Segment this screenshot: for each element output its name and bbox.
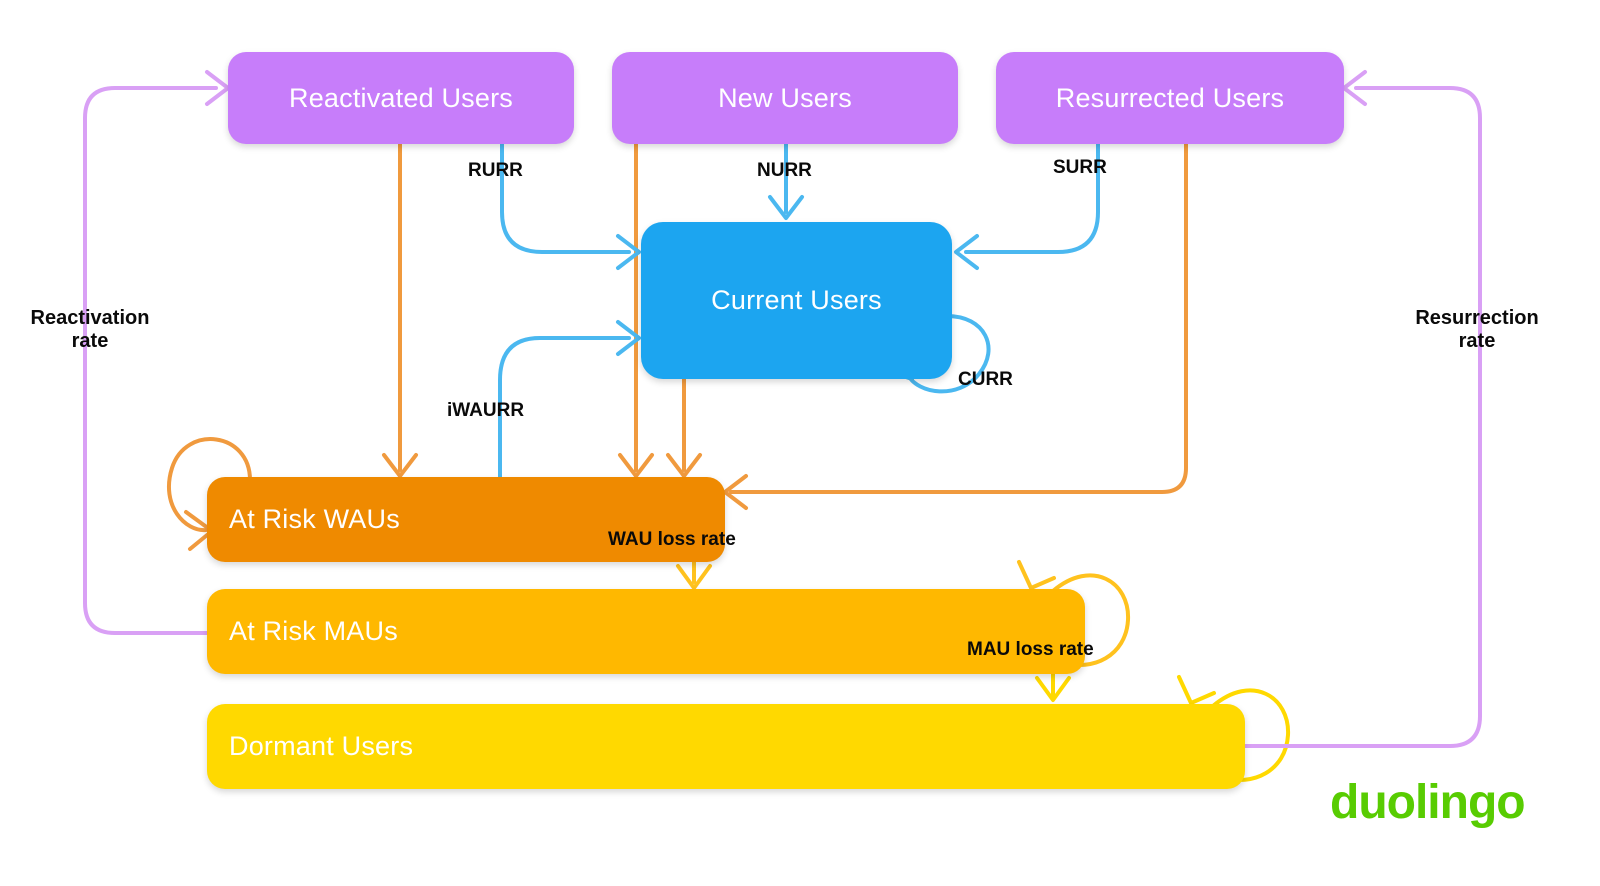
node-reactivated-users[interactable]: Reactivated Users	[228, 52, 574, 144]
edge-label-nurr: NURR	[757, 160, 812, 181]
edge-label-rurr: RURR	[468, 160, 523, 181]
edge-label-surr: SURR	[1053, 157, 1107, 178]
arrow-at-risk-maus-to-dormant-users	[1035, 672, 1071, 702]
arrow-dormant-users-to-resurrected-users	[1243, 70, 1482, 748]
arrow-current-users-to-at-risk-waus	[666, 377, 702, 478]
node-label-resurrected-users: Resurrected Users	[1055, 82, 1285, 113]
duolingo-logo: duolingo	[1330, 776, 1526, 829]
node-label-at-risk-maus: At Risk MAUs	[229, 616, 398, 646]
node-label-new-users: New Users	[718, 82, 852, 113]
node-dormant-users[interactable]: Dormant Users	[207, 704, 1245, 789]
edge-label-mau-loss-rate: MAU loss rate	[967, 639, 1094, 660]
node-new-users[interactable]: New Users	[612, 52, 958, 144]
node-label-current-users: Current Users	[711, 285, 882, 315]
node-at-risk-waus[interactable]: At Risk WAUs	[207, 477, 725, 562]
node-resurrected-users[interactable]: Resurrected Users	[996, 52, 1344, 144]
edge-label-curr: CURR	[958, 369, 1013, 390]
node-current-users[interactable]: Current Users	[641, 222, 952, 379]
node-at-risk-maus[interactable]: At Risk MAUs	[207, 589, 1085, 674]
node-label-dormant-users: Dormant Users	[229, 731, 414, 761]
edge-label-iwaurr: iWAURR	[447, 400, 525, 421]
edge-label-reactivation-rate: Reactivation rate	[30, 307, 150, 352]
edge-label-wau-loss-rate: WAU loss rate	[608, 529, 736, 550]
node-label-reactivated-users: Reactivated Users	[289, 82, 513, 113]
edge-label-resurrection-rate: Resurrection rate	[1415, 307, 1539, 352]
arrow-at-risk-waus-to-at-risk-maus	[676, 560, 712, 590]
arrow-reactivated-users-to-at-risk-waus	[382, 142, 418, 478]
node-label-at-risk-waus: At Risk WAUs	[229, 504, 400, 534]
